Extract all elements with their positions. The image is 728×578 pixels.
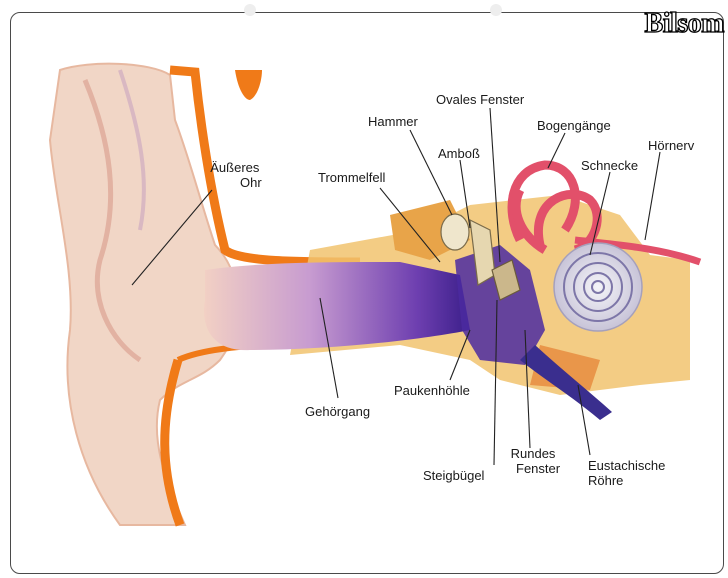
label-stapes: Steigbügel [423,468,484,483]
label-eustachian-tube: Eustachische Röhre [588,458,665,488]
label-auditory-nerve: Hörnerv [648,138,694,153]
hammer-ossicle [441,214,469,250]
label-round-window: Rundes Fenster [506,446,560,476]
label-outer-ear-line2: Ohr [208,175,262,190]
label-outer-ear-line1: Äußeres [208,160,262,175]
label-oval-window: Ovales Fenster [436,92,524,107]
label-eustachian-line2: Röhre [588,473,665,488]
label-round-window-line1: Rundes [506,446,560,461]
label-eustachian-line1: Eustachische [588,458,665,473]
label-outer-ear: Äußeres Ohr [208,160,262,190]
label-anvil: Amboß [438,146,480,161]
label-round-window-line2: Fenster [506,461,560,476]
label-eardrum: Trommelfell [318,170,385,185]
skin-contour [235,70,262,100]
label-ear-canal: Gehörgang [305,404,370,419]
label-cochlea: Schnecke [581,158,638,173]
label-semicircular-canals: Bogengänge [537,118,611,133]
cochlea [554,243,642,331]
label-tympanic-cavity: Paukenhöhle [394,383,470,398]
label-hammer: Hammer [368,114,418,129]
